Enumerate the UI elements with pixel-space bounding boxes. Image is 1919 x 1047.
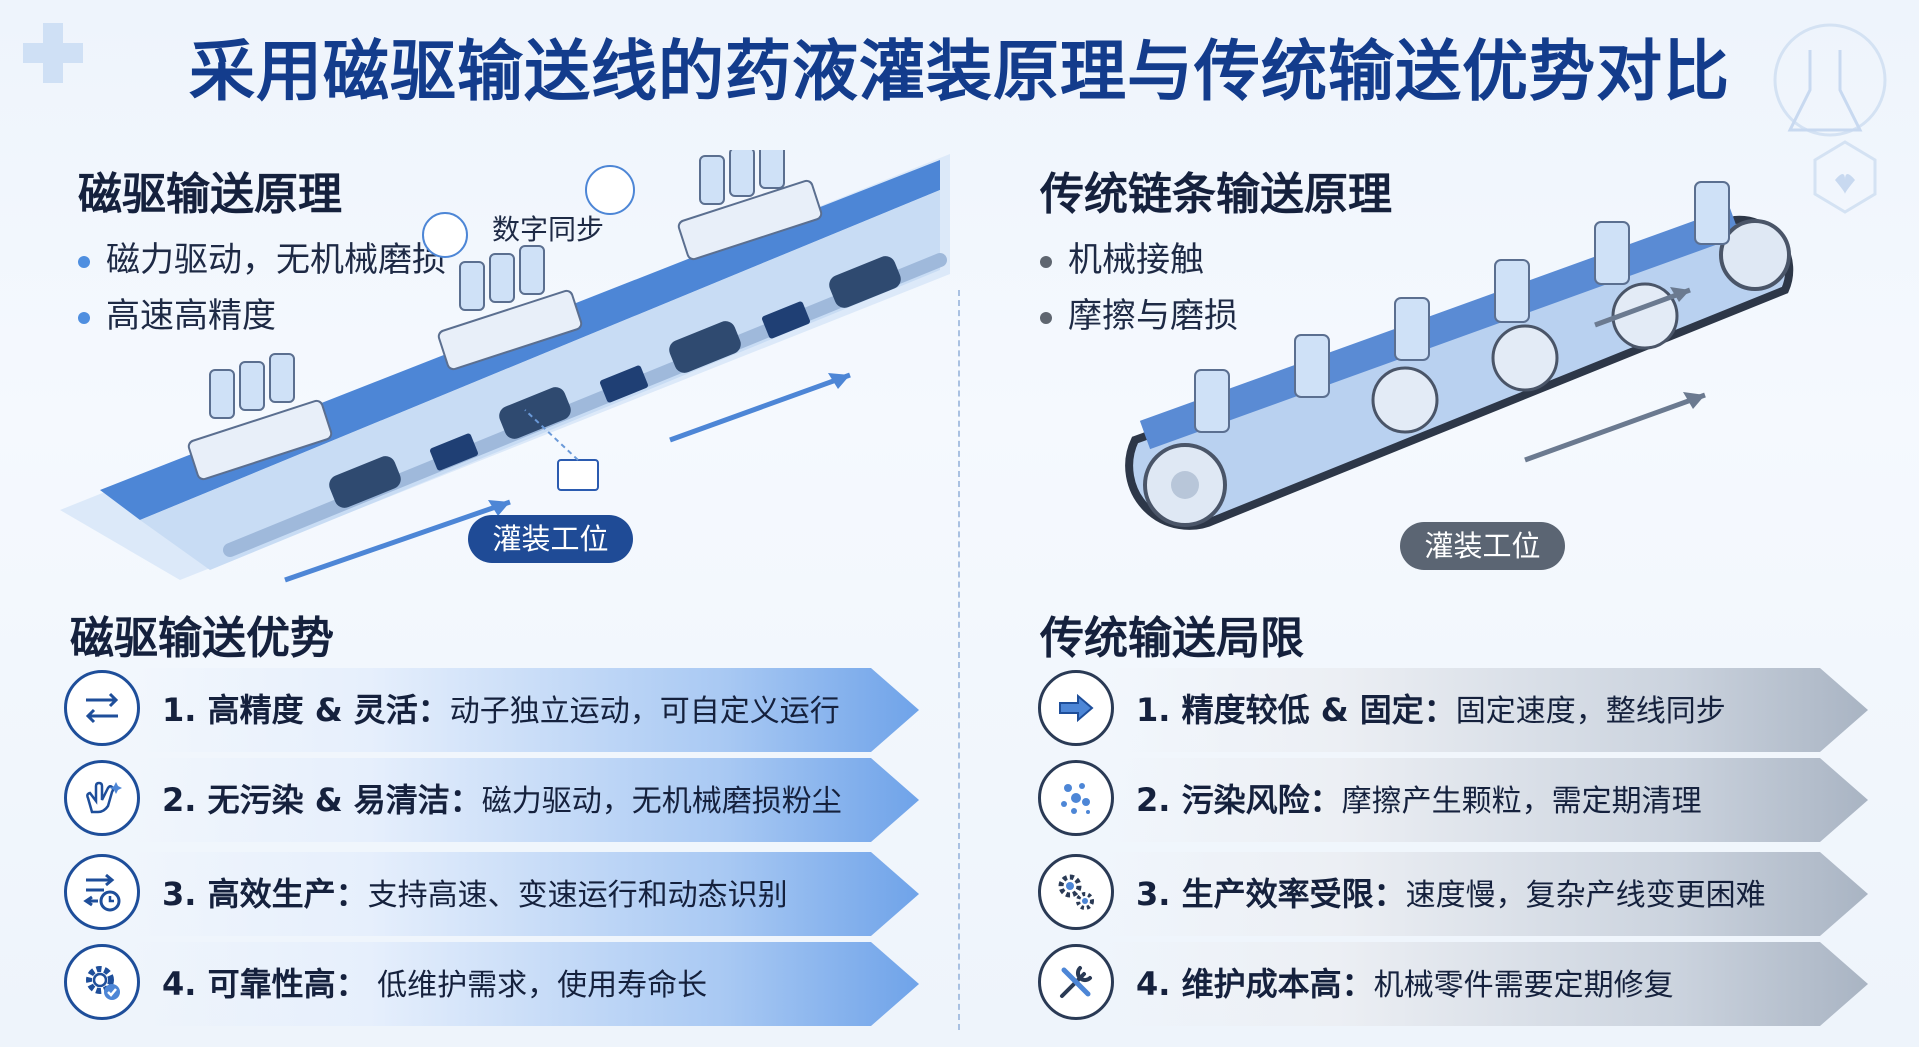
speed-clock-icon [64, 854, 140, 930]
limitation-title: 3. 生产效率受限： [1136, 875, 1406, 913]
limitation-title: 1. 精度较低 & 固定： [1136, 691, 1456, 729]
chain-principle-heading: 传统链条输送原理 [1040, 169, 1392, 220]
limitations-heading: 传统输送局限 [1040, 613, 1304, 664]
limitation-desc: 速度慢，复杂产线变更困难 [1405, 878, 1766, 913]
chain-principle-bullets: 机械接触 摩擦与磨损 [1040, 232, 1238, 344]
advantage-title: 3. 高效生产： [162, 875, 368, 913]
limitation-title: 2. 污染风险： [1136, 781, 1342, 819]
clean-hand-icon [64, 760, 140, 836]
bullet-item: 磁力驱动，无机械磨损 [78, 232, 446, 288]
arrows-exchange-icon [64, 670, 140, 746]
limitation-desc: 固定速度，整线同步 [1455, 694, 1726, 729]
chain-conveyor-illustration [1125, 181, 1794, 530]
bullet-item: 摩擦与磨损 [1040, 288, 1238, 344]
bullet-item: 机械接触 [1040, 232, 1238, 288]
filling-station-label-right: 灌装工位 [1400, 522, 1565, 570]
arrow-right-icon [1038, 670, 1114, 746]
digital-sync-label: 数字同步 [492, 213, 605, 246]
advantage-title: 2. 无污染 & 易清洁： [162, 781, 482, 819]
limitation-row: 4. 维护成本高：机械零件需要定期修复 [1038, 942, 1868, 1026]
advantage-row: 3. 高效生产：支持高速、变速运行和动态识别 [64, 852, 919, 936]
advantage-desc: 动子独立运动，可自定义运行 [449, 694, 840, 729]
advantage-desc: 低维护需求，使用寿命长 [367, 968, 708, 1003]
limitation-row: 2. 污染风险：摩擦产生颗粒，需定期清理 [1038, 758, 1868, 842]
advantage-row: 2. 无污染 & 易清洁：磁力驱动，无机械磨损粉尘 [64, 758, 919, 842]
bullet-item: 高速高精度 [78, 288, 446, 344]
magnetic-conveyor-illustration [60, 150, 950, 583]
advantage-desc: 磁力驱动，无机械磨损粉尘 [481, 784, 842, 819]
limitation-desc: 摩擦产生颗粒，需定期清理 [1341, 784, 1702, 819]
advantage-title: 1. 高精度 & 灵活： [162, 691, 450, 729]
magnetic-principle-bullets: 磁力驱动，无机械磨损 高速高精度 [78, 232, 446, 344]
limitation-row: 1. 精度较低 & 固定：固定速度，整线同步 [1038, 668, 1868, 752]
magnetic-principle-heading: 磁驱输送原理 [78, 169, 342, 220]
filling-station-label-left: 灌装工位 [468, 515, 633, 563]
particles-icon [1038, 760, 1114, 836]
limitation-title: 4. 维护成本高： [1136, 965, 1374, 1003]
page-title: 采用磁驱输送线的药液灌装原理与传统输送优势对比 [189, 33, 1730, 110]
advantage-desc: 支持高速、变速运行和动态识别 [367, 878, 788, 913]
limitation-desc: 机械零件需要定期修复 [1373, 968, 1674, 1003]
gears-icon [1038, 854, 1114, 930]
advantages-heading: 磁驱输送优势 [70, 613, 334, 664]
wrench-tools-icon [1038, 944, 1114, 1020]
section-divider [958, 290, 960, 1030]
advantage-title: 4. 可靠性高： [162, 965, 368, 1003]
advantage-row: 1. 高精度 & 灵活：动子独立运动，可自定义运行 [64, 668, 919, 752]
gear-check-icon [64, 944, 140, 1020]
limitation-row: 3. 生产效率受限：速度慢，复杂产线变更困难 [1038, 852, 1868, 936]
advantage-row: 4. 可靠性高： 低维护需求，使用寿命长 [64, 942, 919, 1026]
